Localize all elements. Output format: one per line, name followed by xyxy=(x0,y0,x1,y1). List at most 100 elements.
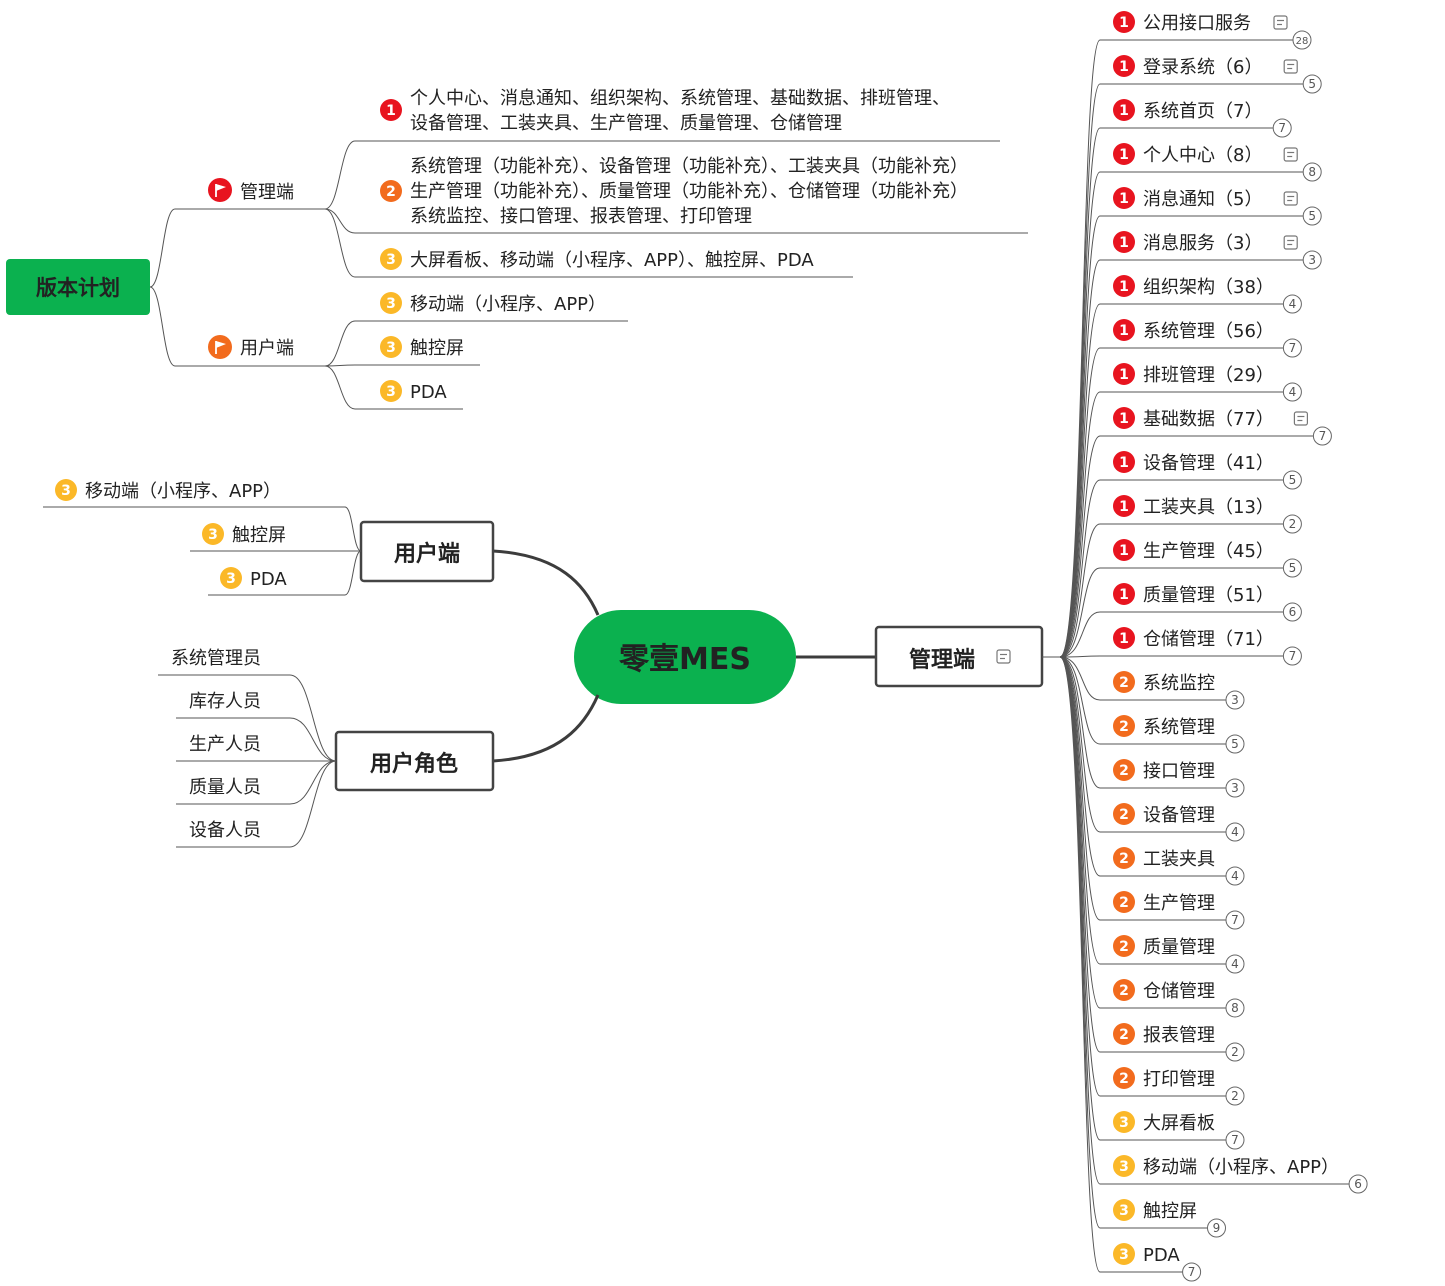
collapsed-count-badge[interactable]: 28 xyxy=(1292,30,1312,50)
admin-client-leaf-label: 组织架构（38） xyxy=(1143,277,1274,298)
note-icon[interactable] xyxy=(1283,59,1298,74)
count-circle xyxy=(1225,954,1245,974)
note-icon[interactable] xyxy=(1283,147,1298,162)
user-role-leaf[interactable]: 质量人员 xyxy=(176,760,337,805)
collapsed-count-badge[interactable]: 2 xyxy=(1282,514,1302,534)
collapsed-count-badge[interactable]: 5 xyxy=(1282,470,1302,490)
priority-3-digit: 3 xyxy=(1119,1159,1129,1175)
topic-admin-client[interactable]: 管理端 xyxy=(874,625,1044,688)
count-label: 4 xyxy=(1231,825,1239,839)
central-topic[interactable]: 零壹MES xyxy=(574,610,796,704)
collapsed-count-badge[interactable]: 8 xyxy=(1225,998,1245,1018)
collapsed-count-badge[interactable]: 6 xyxy=(1348,1174,1368,1194)
collapsed-count-badge[interactable]: 3 xyxy=(1225,690,1245,710)
count-label: 8 xyxy=(1308,165,1316,179)
collapsed-count-badge[interactable]: 5 xyxy=(1225,734,1245,754)
collapsed-count-badge[interactable]: 4 xyxy=(1225,954,1245,974)
note-icon[interactable] xyxy=(1273,15,1288,30)
topic-user-client[interactable]: 用户端 xyxy=(359,520,495,583)
collapsed-count-badge[interactable]: 7 xyxy=(1182,1262,1202,1282)
note-icon[interactable] xyxy=(1293,411,1309,426)
priority-3-icon: 3 xyxy=(202,523,224,545)
collapsed-count-badge[interactable]: 4 xyxy=(1282,382,1302,402)
collapsed-count-badge[interactable]: 4 xyxy=(1282,294,1302,314)
topic-user-roles[interactable]: 用户角色 xyxy=(334,730,495,792)
collapsed-count-badge[interactable]: 7 xyxy=(1282,338,1302,358)
priority-3-circle xyxy=(1113,1199,1135,1221)
collapsed-count-badge[interactable]: 2 xyxy=(1225,1086,1245,1106)
collapsed-count-badge[interactable]: 5 xyxy=(1282,558,1302,578)
collapsed-count-badge[interactable]: 6 xyxy=(1282,602,1302,622)
collapsed-count-badge[interactable]: 7 xyxy=(1282,646,1302,666)
admin-client-leaf-label: 生产管理（45） xyxy=(1143,541,1274,562)
collapsed-count-badge[interactable]: 7 xyxy=(1272,118,1292,138)
collapsed-count-badge[interactable]: 7 xyxy=(1225,910,1245,930)
note-icon[interactable] xyxy=(1283,235,1298,250)
collapsed-count-badge[interactable]: 7 xyxy=(1225,1130,1245,1150)
admin-client-leaf-label: 移动端（小程序、APP） xyxy=(1143,1157,1339,1178)
priority-2-icon: 2 xyxy=(1113,1067,1135,1089)
priority-2-circle xyxy=(1113,759,1135,781)
collapsed-count-badge[interactable]: 2 xyxy=(1225,1042,1245,1062)
collapsed-count-badge[interactable]: 7 xyxy=(1312,426,1332,446)
admin-client-leaf[interactable]: 1 组织架构（38） 4 xyxy=(1059,275,1302,658)
priority-1-icon: 1 xyxy=(1113,495,1135,517)
version-plan-root[interactable]: 版本计划 xyxy=(6,259,150,315)
collapsed-count-badge[interactable]: 4 xyxy=(1225,866,1245,886)
user-role-leaf[interactable]: 设备人员 xyxy=(176,760,337,848)
collapsed-count-badge[interactable]: 3 xyxy=(1225,778,1245,798)
priority-1-circle xyxy=(1113,99,1135,121)
admin-client-leaf-label: 公用接口服务 xyxy=(1143,13,1251,34)
plan-admin-item-text: 个人中心、消息通知、组织架构、系统管理、基础数据、排班管理、 xyxy=(410,88,950,109)
priority-2-digit: 2 xyxy=(1119,675,1129,691)
collapsed-count-badge[interactable]: 8 xyxy=(1302,162,1322,182)
note-icon[interactable] xyxy=(996,649,1011,664)
priority-1-circle xyxy=(1113,407,1135,429)
topic-user-roles-label: 用户角色 xyxy=(370,751,458,777)
collapsed-count-badge[interactable]: 5 xyxy=(1302,206,1322,226)
collapsed-count-badge[interactable]: 4 xyxy=(1225,822,1245,842)
collapsed-count-badge[interactable]: 3 xyxy=(1302,250,1322,270)
user-role-leaf[interactable]: 库存人员 xyxy=(176,691,337,762)
plan-user-item-text: PDA xyxy=(410,382,447,403)
version-plan-box xyxy=(6,259,150,315)
collapsed-count-badge[interactable]: 9 xyxy=(1207,1218,1226,1238)
note-icon[interactable] xyxy=(1283,191,1298,206)
user-role-leaf[interactable]: 生产人员 xyxy=(176,734,336,762)
user-role-leaf[interactable]: 系统管理员 xyxy=(158,648,337,762)
plan-admin-branch[interactable]: 管理端1个人中心、消息通知、组织架构、系统管理、基础数据、排班管理、设备管理、工… xyxy=(149,88,1028,288)
plan-admin-item[interactable]: 1个人中心、消息通知、组织架构、系统管理、基础数据、排班管理、设备管理、工装夹具… xyxy=(324,88,1000,210)
collapsed-count-badge[interactable]: 5 xyxy=(1302,74,1322,94)
plan-admin-item[interactable]: 2系统管理（功能补充）、设备管理（功能补充）、工装夹具（功能补充）生产管理（功能… xyxy=(324,156,1028,234)
